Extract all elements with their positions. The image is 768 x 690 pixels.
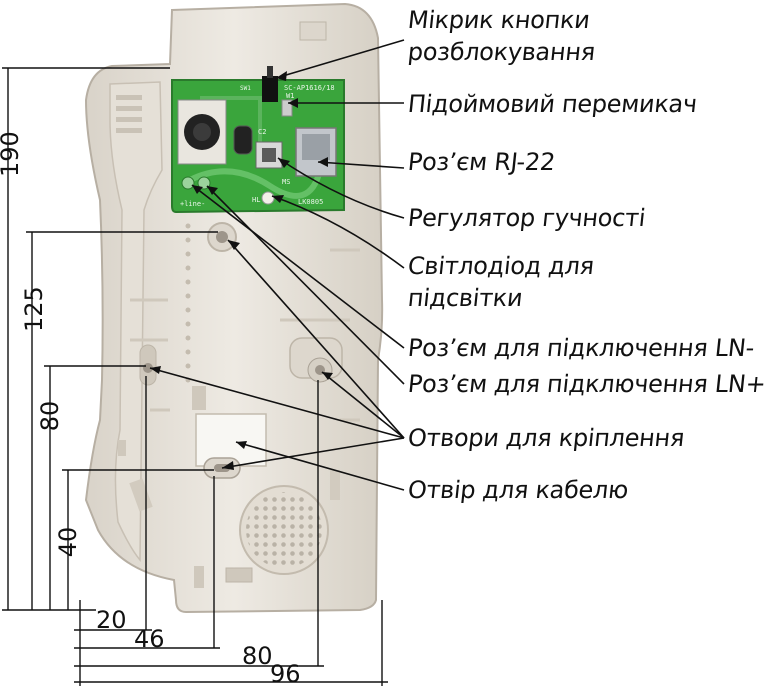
pcb-sw-text: SW1 <box>240 85 251 92</box>
label-microswitch-line1: Мікрик кнопки <box>406 6 592 34</box>
dim-height-190: 190 <box>0 131 24 177</box>
label-mount-holes: Отвори для кріплення <box>406 424 686 452</box>
dim-height-125: 125 <box>20 286 48 332</box>
dimension-lines <box>2 67 388 686</box>
label-volume: Регулятор гучності <box>406 204 647 232</box>
leader-arrowheads <box>150 71 333 470</box>
label-led-line1: Світлодіод для <box>406 252 596 280</box>
dim-width-20: 20 <box>96 606 127 634</box>
label-hook-switch: Підоймовий перемикач <box>406 90 699 118</box>
label-microswitch-line2: розблокування <box>406 38 597 66</box>
pcb-model-text: SC-AP1616/18 <box>284 84 335 92</box>
pcb-ms-text: MS <box>282 178 290 186</box>
dim-width-80: 80 <box>242 642 273 670</box>
dim-width-96: 96 <box>270 660 301 688</box>
pcb-c2-text: C2 <box>258 128 266 136</box>
pcb-board <box>171 66 345 214</box>
label-led-line2: підсвітки <box>406 284 524 312</box>
pcb-w1-text: W1 <box>286 92 294 100</box>
label-rj22: Роз’єм RJ-22 <box>406 148 557 176</box>
dim-width-46: 46 <box>134 625 165 653</box>
label-ln-minus: Роз’єм для підключення LN- <box>406 334 756 362</box>
pcb-code-text: LK0805 <box>298 198 323 206</box>
label-ln-plus: Роз’єм для підключення LN+ <box>406 370 767 398</box>
label-cable-hole: Отвір для кабелю <box>406 476 630 504</box>
pcb-hl-text: HL <box>252 196 260 204</box>
dim-height-80: 80 <box>36 400 64 432</box>
dim-height-40: 40 <box>54 526 82 558</box>
leader-lines <box>149 39 405 491</box>
pcb-line-text: +line- <box>180 200 205 208</box>
